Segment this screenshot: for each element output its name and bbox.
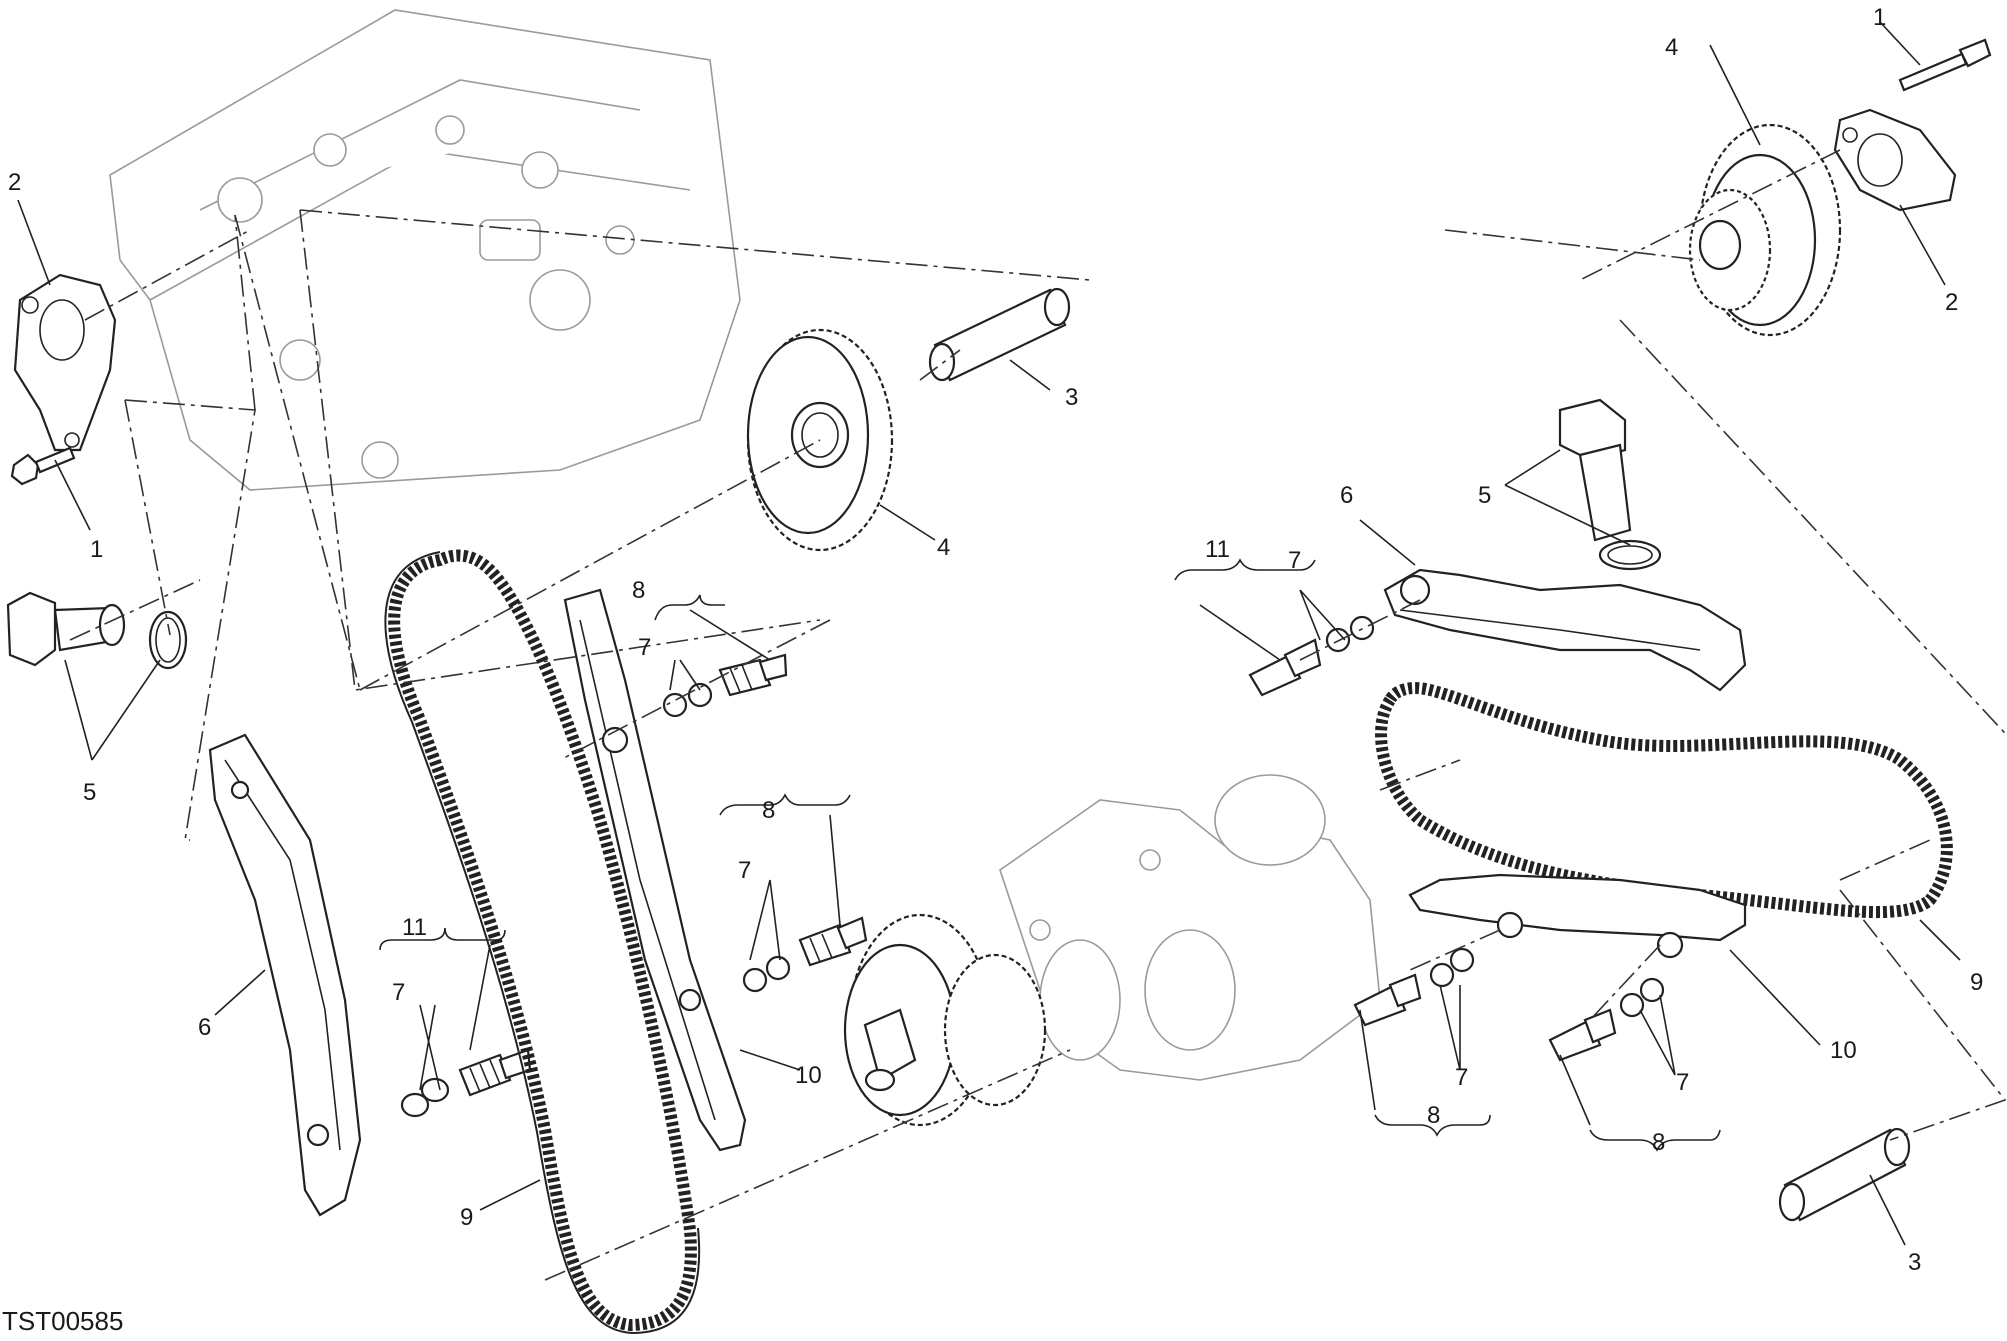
callout-1-left: 1 [90,536,103,563]
leader-lines [17,21,1961,1246]
callout-4-center: 4 [937,534,950,561]
callout-8-mid: 8 [762,797,775,824]
callout-3-center: 3 [1065,384,1078,411]
callout-10-right: 10 [1830,1037,1857,1064]
stud-assembly-lower-right-b [1548,977,1665,1062]
callout-9-right: 9 [1970,969,1983,996]
tensioner-right [1558,398,1662,571]
callout-9-left: 9 [460,1204,473,1231]
callout-5-right: 5 [1478,482,1491,509]
callout-2-left: 2 [8,169,21,196]
crank-gear-assembly [843,913,1047,1127]
callout-7-lower-right-b: 7 [1676,1069,1689,1096]
callout-7-upper-right: 7 [1288,547,1301,574]
pin-right [1778,1127,1911,1222]
callout-labels: 1 2 5 6 9 11 7 8 7 8 7 10 3 4 11 7 6 5 7… [8,4,1983,1276]
callout-8-upper: 8 [632,577,645,604]
assembly-lines [69,149,2007,1281]
callout-6-left: 6 [198,1014,211,1041]
callout-7-left: 7 [392,979,405,1006]
callout-10-center: 10 [795,1062,822,1089]
callout-6-right: 6 [1340,482,1353,509]
stud-assembly-mid-center [742,916,868,993]
chain-guide-center [563,588,747,1152]
timing-chain-left [384,549,701,1335]
timing-chain-right [1375,682,1953,919]
stud-assembly-lower-right-a [1353,947,1475,1027]
callout-11-left: 11 [402,914,427,941]
cover-plate-right [1833,108,1957,212]
callout-8-lower-right-b: 8 [1652,1129,1665,1156]
chain-guide-right-top [1383,568,1747,692]
crankshaft [999,774,1381,1081]
idler-gear-right [1688,123,1842,337]
callout-7-lower-right-a: 7 [1455,1064,1468,1091]
callout-3-right: 3 [1908,1249,1921,1276]
chain-guide-right-lower [1408,873,1747,959]
callout-1-right: 1 [1873,4,1886,31]
diagram-code: TST00585 [2,1306,123,1336]
cylinder-head [109,9,741,491]
bolt-right [1898,38,1992,92]
chain-guide-left [208,733,362,1217]
callout-8-lower-right-a: 8 [1427,1102,1440,1129]
pin-center [928,287,1071,382]
cover-plate-left [13,273,117,452]
callout-7-upper-center: 7 [638,634,651,661]
callout-7-mid-center: 7 [738,857,751,884]
callout-4-right: 4 [1665,34,1678,61]
callout-2-right: 2 [1945,289,1958,316]
tensioner-left [6,591,188,670]
callout-11-right: 11 [1205,536,1230,563]
callout-5-left: 5 [83,779,96,806]
stud-assembly-upper-right [1248,615,1375,697]
